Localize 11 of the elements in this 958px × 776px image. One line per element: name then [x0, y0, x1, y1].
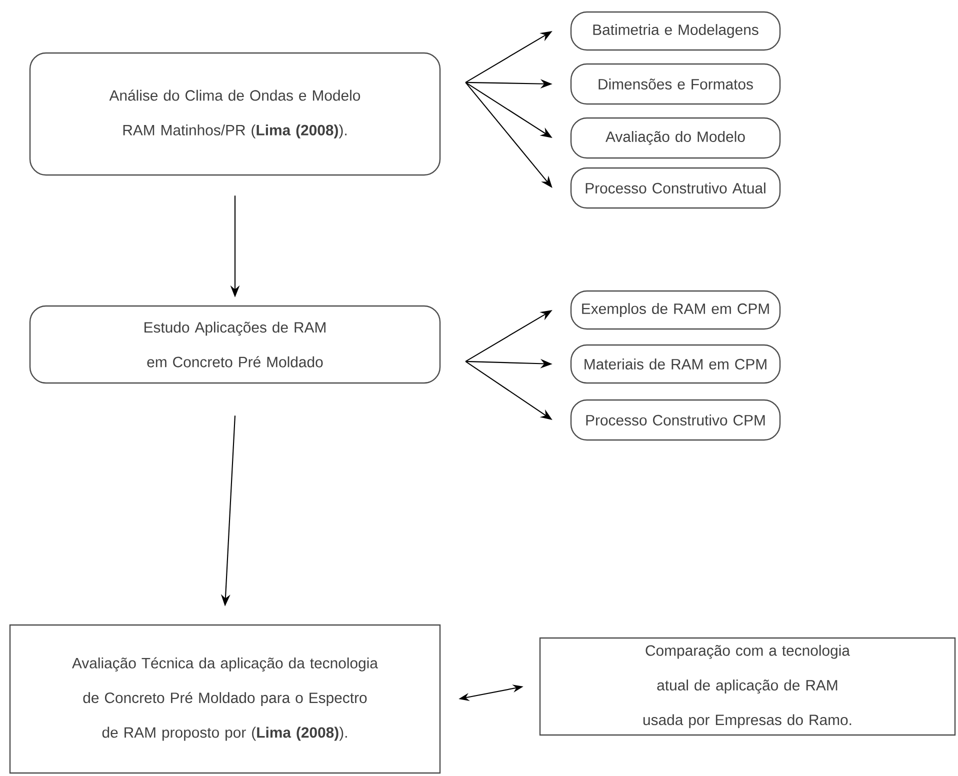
process-box: Estudo Aplicações de RAM em Concreto Pré Moldado — [29, 305, 441, 384]
process-box: Comparação com a tecnologia atual de aplicação de RAM usada por Empresas do Ramo. — [539, 637, 956, 736]
topic-box: Processo Construtivo Atual — [570, 167, 781, 209]
topic-box: Processo Construtivo CPM — [570, 399, 781, 441]
topic-box: Exemplos de RAM em CPM — [570, 290, 781, 330]
topic-box: Batimetria e Modelagens — [570, 11, 781, 51]
process-box: Análise do Clima de Ondas e Modelo RAM Matinhos/PR (Lima (2008)). — [29, 52, 441, 176]
topic-box: Materiais de RAM em CPM — [570, 344, 781, 384]
topic-box: Avaliação do Modelo — [570, 117, 781, 159]
process-box: Avaliação Técnica da aplicação da tecnologia de Concreto Pré Moldado para o Espectro de RAM proposto por (Lima (2008)). — [9, 624, 441, 774]
topic-box: Dimensões e Formatos — [570, 63, 781, 105]
